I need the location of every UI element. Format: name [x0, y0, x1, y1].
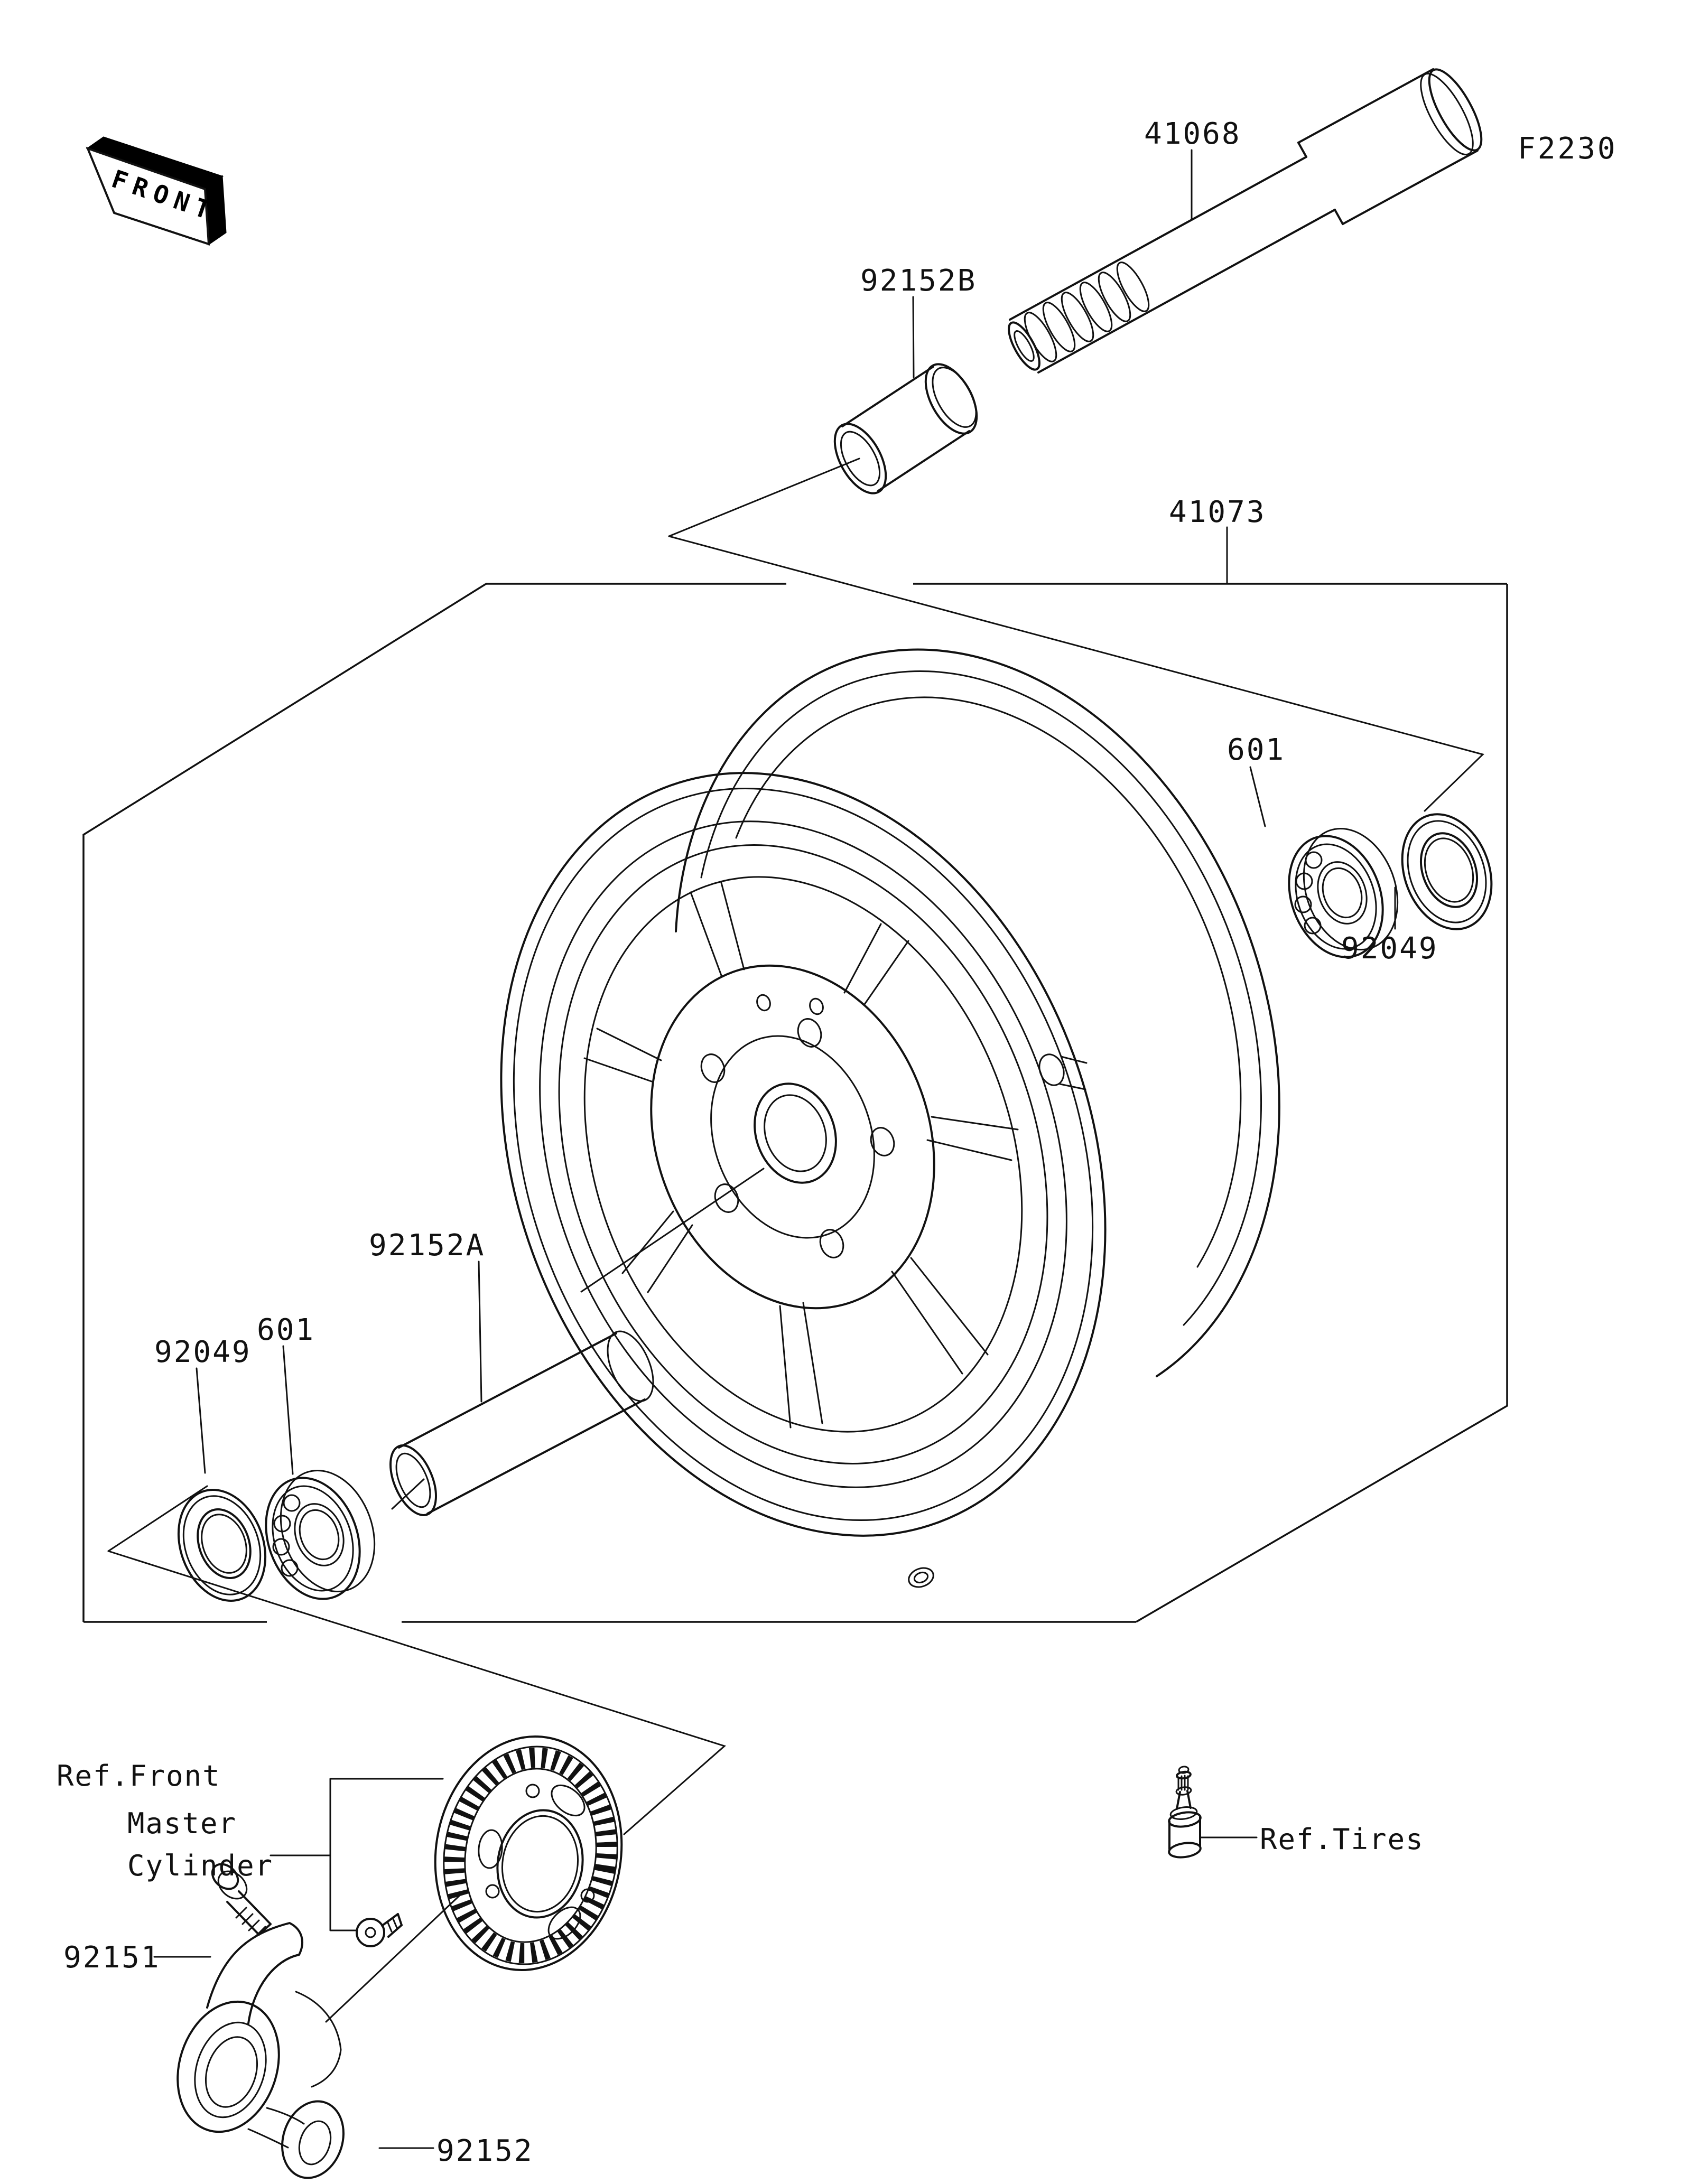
leader-seal-left [196, 1367, 206, 1474]
ref-master-line3: Cylinder [127, 1849, 273, 1882]
seal-left-92049: 92049 [154, 1335, 267, 1602]
part-label-sensor-bolt: 92151 [63, 1940, 161, 1975]
ref-screw [356, 1913, 403, 1947]
seal-right-92049: 92049 [1341, 813, 1493, 966]
ref-master-cylinder: Ref.Front Master Cylinder [57, 1759, 444, 1931]
wheel-41073: 41073 [500, 495, 1280, 1588]
assembly-axis-lines [107, 458, 1484, 2023]
collar-92152b: 92152B [833, 264, 978, 494]
ref-master-line1: Ref.Front [57, 1759, 221, 1793]
box-outline [82, 583, 1508, 1623]
tire-valve: Ref.Tires [1168, 1766, 1424, 1859]
leader-hub-collar [478, 1261, 482, 1403]
sensor-bolt-92151: 92151 [63, 1863, 272, 1975]
ref-tires-label: Ref.Tires [1260, 1823, 1424, 1856]
wheel-spokes [583, 882, 1019, 1429]
page-code: F2230 [1518, 132, 1618, 166]
ref-master-line2: Master [127, 1807, 237, 1840]
leader-bearing-left [282, 1345, 294, 1475]
wheel-hub [650, 964, 1088, 1310]
bearing-left-601: 601 [257, 1313, 376, 1600]
collar-92152a: 92152A [369, 1228, 654, 1516]
part-label-sensor-bracket: 92152 [436, 2134, 534, 2168]
axle-41068: 41068 [1008, 68, 1483, 374]
bearing-right-601: 601 [1227, 733, 1399, 958]
part-label-axle-collar: 92152B [860, 264, 977, 298]
front-direction-arrow: FRONT [86, 136, 227, 246]
part-label-hub-collar: 92152A [369, 1228, 485, 1263]
part-label-seal-right: 92049 [1341, 931, 1438, 966]
leader-bearing-right [1249, 766, 1266, 827]
part-label-wheel: 41073 [1169, 495, 1266, 529]
valve-hole [908, 1567, 934, 1588]
ref-master-bracket-lines [270, 1778, 444, 1931]
part-label-bearing-right: 601 [1227, 733, 1285, 767]
sensor-ring [434, 1735, 623, 1971]
part-label-axle: 41068 [1144, 117, 1241, 151]
part-label-bearing-left: 601 [257, 1313, 315, 1347]
part-label-seal-left: 92049 [154, 1335, 252, 1369]
leader-axle-collar [912, 296, 915, 378]
sensor-bracket-92152: 92152 [176, 1922, 534, 2179]
